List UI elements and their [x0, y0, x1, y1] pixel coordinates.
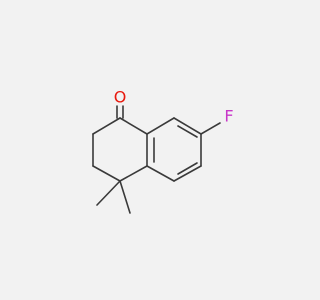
bond-ch2-to-quaternary-c: [92, 165, 121, 182]
aromatic-bond-5: [173, 117, 202, 135]
bond-carbonyl-c-to-aromatic-c: [119, 117, 148, 135]
bond-quaternary-c-to-aromatic-c: [119, 165, 148, 182]
aromatic-bond-3: [173, 165, 202, 182]
bond-methyl-left: [96, 180, 121, 206]
fluorine-atom-label: F: [224, 107, 233, 126]
molecule-structure-diagram: O F: [92, 88, 234, 214]
bond-methyl-right: [119, 180, 131, 214]
bond-aromatic-c-to-fluorine: [200, 122, 221, 135]
aromatic-inner-bond-2: [177, 162, 198, 175]
aromatic-inner-bond-3: [177, 125, 198, 138]
oxygen-atom-label: O: [114, 88, 127, 107]
bond-carbonyl-c-to-ch2: [92, 117, 121, 135]
aromatic-bond-6: [146, 117, 175, 135]
aromatic-bond-2: [146, 165, 175, 182]
